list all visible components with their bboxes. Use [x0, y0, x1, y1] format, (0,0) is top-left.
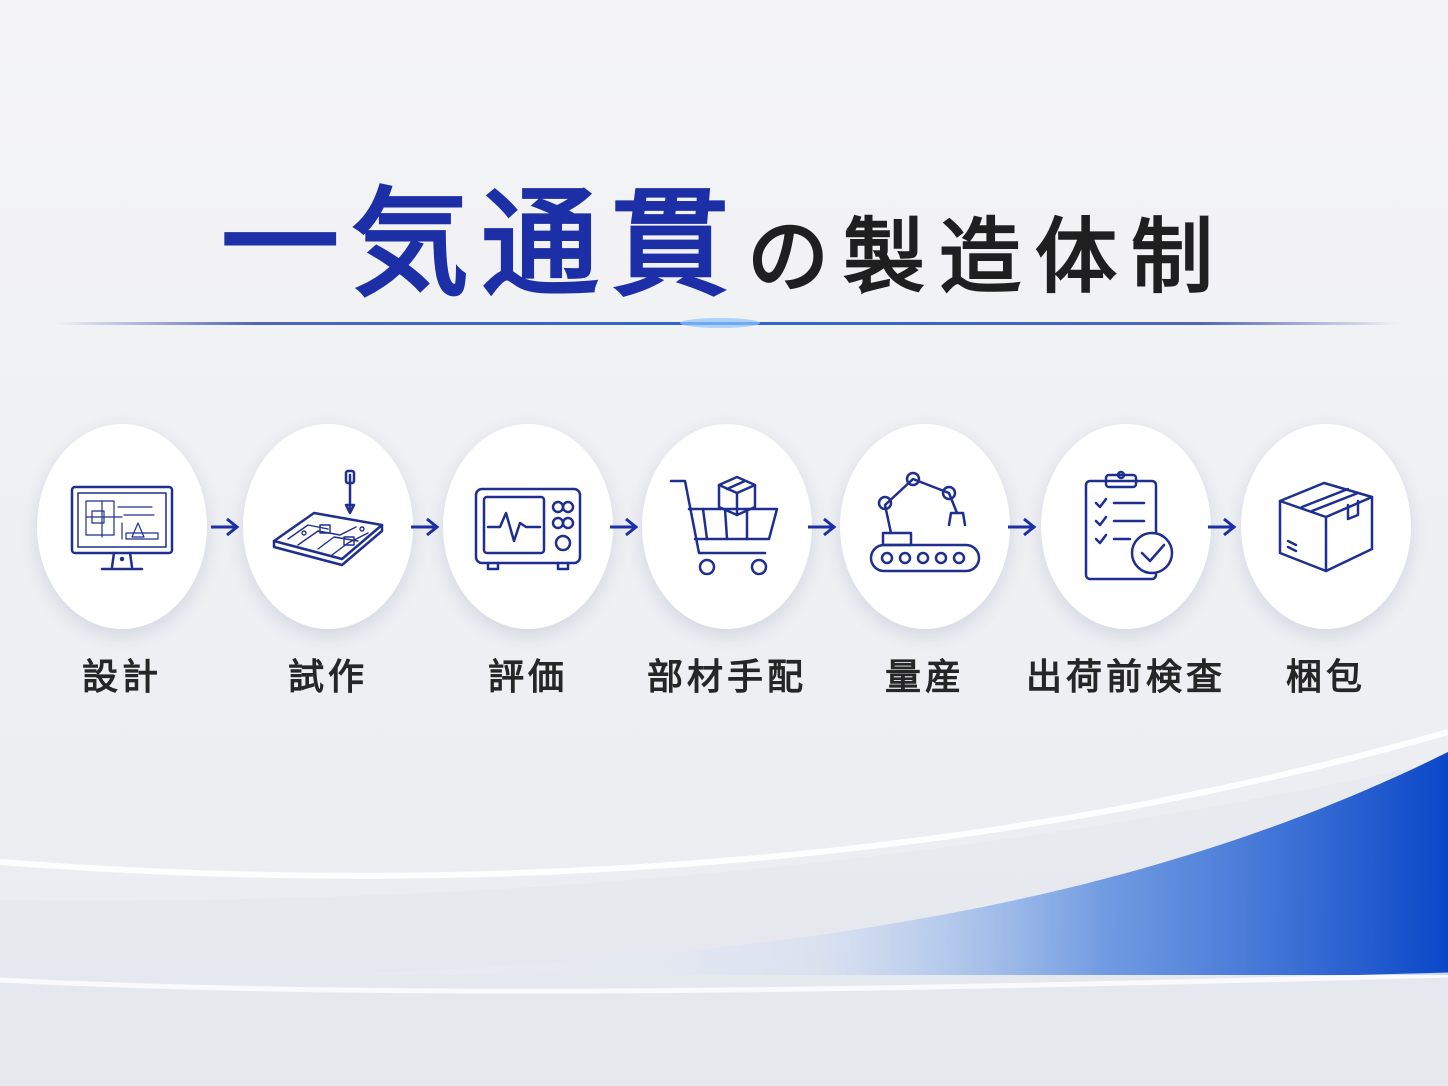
step-label-packaging: 梱包: [1285, 656, 1366, 698]
title-rest: の製造体制: [747, 209, 1228, 305]
step-packaging: [1241, 424, 1411, 629]
step-prototype: [243, 424, 413, 629]
arrow-icon: [1208, 517, 1237, 537]
clipboard-check-icon: [1084, 470, 1174, 580]
shopping-cart-icon: [669, 475, 779, 575]
arrow-icon: [610, 517, 639, 537]
oscilloscope-icon: [474, 487, 582, 570]
step-label-design: 設計: [81, 656, 162, 698]
page-title: 一気通貫の製造体制: [0, 148, 1448, 319]
robot-arm-conveyor-icon: [869, 471, 981, 572]
step-design: [37, 424, 207, 629]
step-label-mass-production: 量産: [884, 656, 965, 698]
package-box-icon: [1278, 481, 1374, 572]
monitor-cad-icon: [70, 485, 174, 570]
step-inspection: [1041, 424, 1211, 629]
step-procurement: [642, 424, 812, 629]
arrow-icon: [1008, 517, 1037, 537]
step-label-evaluation: 評価: [487, 656, 568, 698]
step-mass-production: [840, 424, 1010, 629]
arrow-icon: [808, 517, 837, 537]
circuit-board-icon: [272, 469, 384, 566]
step-label-prototype: 試作: [287, 656, 368, 698]
step-label-procurement: 部材手配: [646, 656, 807, 698]
step-evaluation: [443, 424, 613, 629]
arrow-icon: [211, 517, 240, 537]
step-label-inspection: 出荷前検査: [1025, 656, 1226, 698]
title-accent: 一気通貫: [220, 174, 741, 313]
arrow-icon: [411, 517, 440, 537]
